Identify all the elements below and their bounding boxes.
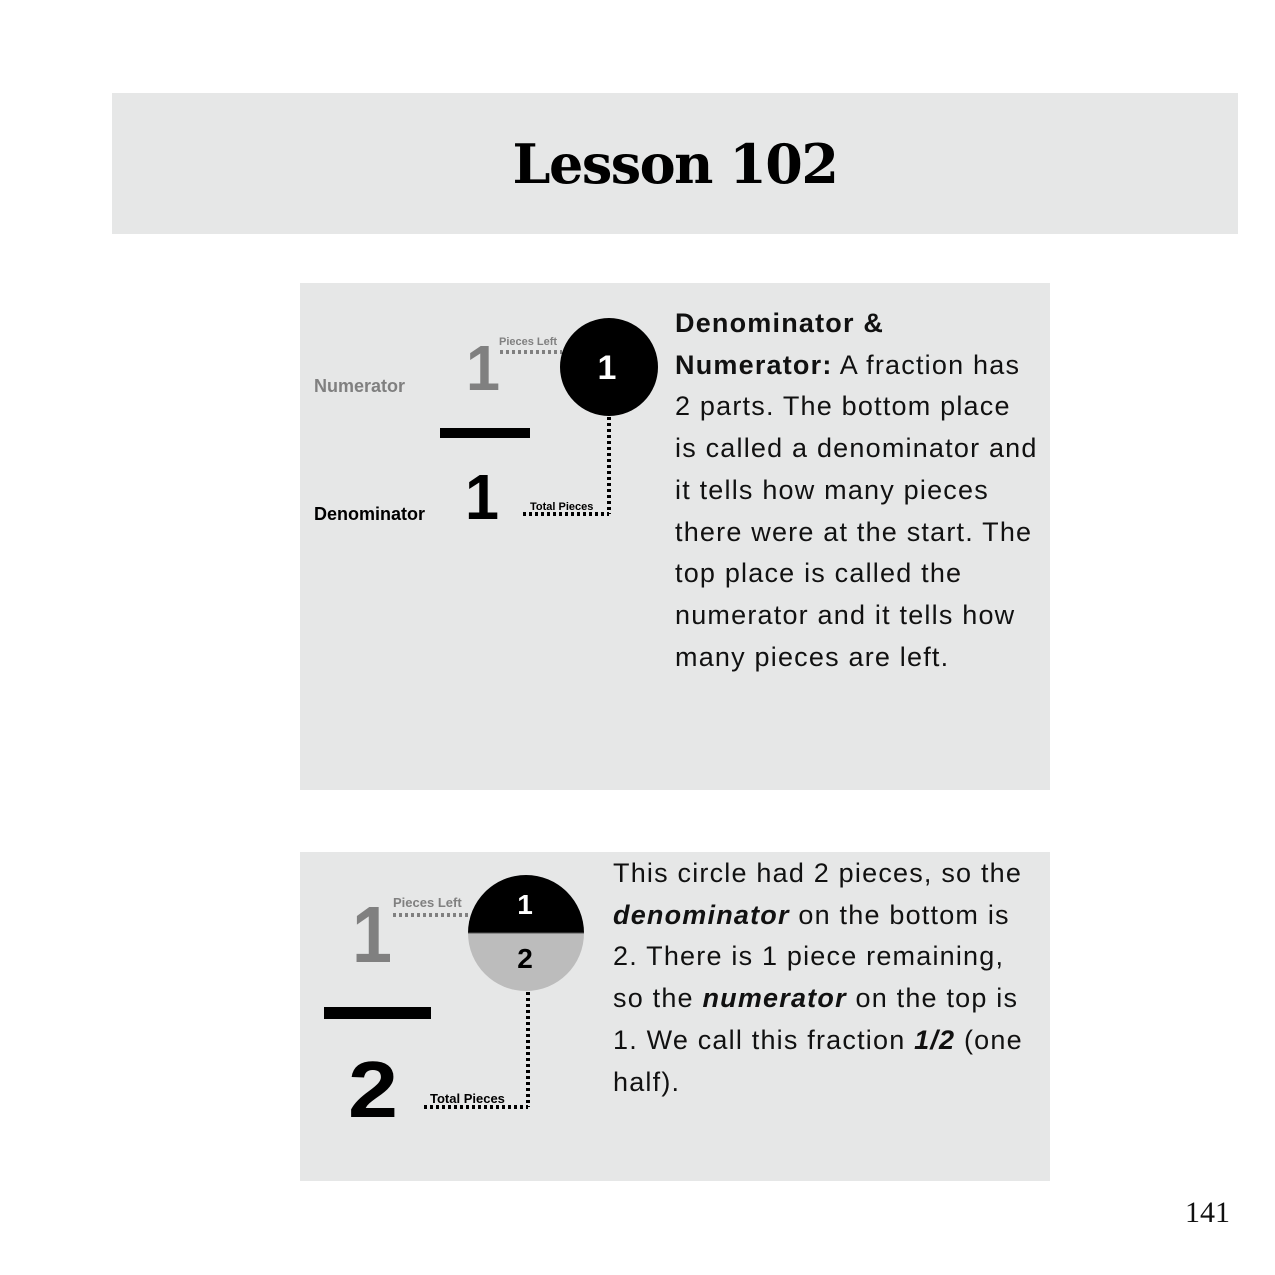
one-half-explanation: This circle had 2 pieces, so the denomin… (613, 853, 1038, 1103)
half-emph-denominator: denominator (613, 899, 790, 930)
half-circle-bottom (468, 933, 584, 991)
half-total-pieces-label: Total Pieces (430, 1091, 505, 1106)
numerator-label: Numerator (314, 376, 405, 396)
half-text-4: (one half). (613, 1024, 1023, 1097)
half-text-3: on the top is 1. We call this fraction (613, 983, 1019, 1055)
fraction-parts-explanation: Denominator & Numerator: A fraction has … (675, 303, 1040, 678)
half-circle-top (468, 875, 584, 933)
half-circle-bottom-number: 2 (517, 943, 533, 974)
one-half-panel: 1 2 Pieces Left Total Pieces 1 2 This ci… (300, 852, 1050, 1181)
denominator-label: Denominator (314, 504, 425, 524)
lesson-title: Lesson 102 (512, 131, 839, 196)
one-half-diagram: 1 2 Pieces Left Total Pieces 1 2 (324, 875, 584, 1134)
half-pieces-left-label: Pieces Left (393, 895, 462, 910)
explanation-body: A fraction has 2 parts. The bottom place… (675, 349, 1038, 672)
explanation-heading: Denominator & Numerator: (675, 308, 885, 380)
pieces-left-label: Pieces Left (499, 336, 557, 348)
half-emph-numerator: numerator (702, 983, 847, 1014)
numerator-digit: 1 (466, 332, 500, 404)
fraction-bar (440, 428, 530, 438)
half-denominator-digit: 2 (348, 1045, 398, 1134)
fraction-parts-panel: Numerator 1 Denominator 1 Pieces Left To… (300, 283, 1050, 790)
half-numerator-digit: 1 (352, 890, 392, 979)
half-text-1: This circle had 2 pieces, so the (613, 858, 1023, 888)
fraction-parts-diagram: Numerator 1 Denominator 1 Pieces Left To… (314, 318, 658, 533)
lesson-header: Lesson 102 (112, 93, 1238, 234)
total-pieces-label: Total Pieces (530, 501, 593, 513)
whole-circle-number: 1 (598, 349, 617, 387)
denominator-digit: 1 (465, 461, 499, 533)
half-circle-top-number: 1 (517, 889, 533, 920)
half-text-2: on the bottom is 2. There is 1 piece rem… (613, 899, 1010, 1014)
half-emph-fraction: 1/2 (914, 1024, 956, 1055)
whole-circle (560, 318, 658, 416)
half-fraction-bar (324, 1007, 431, 1019)
page-number: 141 (1185, 1196, 1230, 1229)
